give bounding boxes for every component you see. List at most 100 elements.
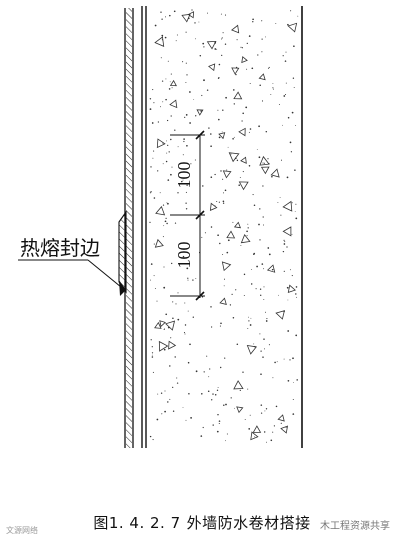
concrete-dot [187, 260, 189, 262]
concrete-dot [152, 89, 154, 91]
concrete-dot [175, 303, 177, 305]
concrete-dot [184, 333, 186, 335]
concrete-dot [151, 352, 154, 354]
concrete-dot [199, 54, 202, 57]
concrete-dot [221, 54, 223, 57]
concrete-dot [265, 311, 266, 313]
concrete-dot [203, 371, 205, 373]
concrete-dot [218, 63, 221, 66]
concrete-dot [175, 40, 177, 42]
concrete-dot [190, 163, 192, 165]
concrete-dot [153, 150, 155, 152]
watermark-left: 文源网络 [6, 526, 38, 535]
concrete-dot [210, 145, 212, 148]
concrete-dot [259, 288, 262, 290]
concrete-dot [189, 122, 191, 124]
concrete-dot [284, 241, 286, 243]
concrete-dot [177, 146, 179, 148]
aggregate-mark [233, 380, 244, 390]
concrete-dot [149, 435, 152, 438]
concrete-dot [184, 324, 187, 326]
concrete-dot [206, 355, 208, 357]
concrete-dot [242, 171, 244, 173]
concrete-dot [232, 138, 234, 140]
concrete-dot [270, 439, 273, 442]
concrete-dot [254, 436, 255, 438]
concrete-dot [260, 373, 262, 375]
concrete-dot [192, 316, 194, 318]
concrete-dot [264, 348, 265, 350]
aggregate-mark [219, 297, 227, 305]
concrete-dot [162, 101, 164, 103]
concrete-dot [256, 149, 258, 150]
aggregate-mark [275, 310, 285, 320]
concrete-dot [201, 393, 203, 395]
concrete-dot [209, 368, 211, 370]
concrete-dot [151, 122, 154, 124]
aggregate-mark [169, 99, 178, 109]
concrete-dot [163, 266, 165, 268]
aggregate-mark [236, 406, 244, 414]
concrete-dot [214, 393, 217, 396]
concrete-dot [248, 131, 250, 133]
concrete-dot [267, 68, 269, 69]
concrete-dot [293, 382, 294, 383]
concrete-dot [240, 46, 242, 48]
concrete-dot [218, 77, 220, 79]
concrete-dot [162, 236, 164, 238]
concrete-dot [292, 413, 295, 415]
concrete-dot [242, 112, 244, 115]
concrete-dot [194, 22, 196, 24]
concrete-dot [212, 393, 214, 395]
concrete-dot [233, 103, 235, 105]
concrete-dot [283, 95, 286, 97]
concrete-dot [226, 169, 228, 171]
concrete-dot [259, 239, 261, 241]
concrete-dot [174, 356, 176, 358]
concrete-dot [222, 254, 224, 255]
concrete-dot [168, 151, 170, 153]
concrete-dot [218, 420, 221, 422]
concrete-dot [168, 88, 171, 90]
concrete-dot [151, 346, 153, 348]
concrete-dot [177, 192, 179, 194]
concrete-dot [151, 354, 153, 356]
concrete-dot [244, 419, 246, 420]
concrete-dot [177, 292, 179, 294]
concrete-dot [290, 151, 293, 153]
aggregate-mark [221, 261, 232, 272]
concrete-dot [248, 316, 249, 318]
concrete-dot [202, 426, 204, 429]
concrete-dot [185, 419, 187, 421]
concrete-dot [181, 180, 183, 183]
concrete-dot [285, 427, 287, 428]
concrete-dot [218, 136, 221, 139]
concrete-dot [188, 392, 190, 395]
concrete-dot [166, 119, 169, 122]
concrete-dot [176, 382, 179, 384]
concrete-dot [166, 152, 168, 154]
concrete-dot [165, 78, 167, 80]
concrete-dot [233, 136, 235, 138]
aggregate-mark [156, 138, 166, 149]
concrete-dot [227, 239, 230, 242]
concrete-dot [235, 289, 237, 291]
concrete-stipple [149, 9, 299, 443]
concrete-dot [169, 14, 171, 17]
concrete-dot [272, 431, 274, 433]
concrete-dot [250, 283, 253, 285]
concrete-dot [242, 371, 244, 373]
concrete-dot [280, 422, 282, 424]
concrete-dot [258, 125, 260, 128]
concrete-dot [218, 422, 220, 425]
concrete-dot [149, 108, 152, 110]
concrete-dot [270, 94, 272, 96]
concrete-dot [154, 24, 157, 27]
concrete-dot [162, 163, 164, 165]
aggregate-mark [154, 238, 164, 248]
aggregate-mark [168, 340, 177, 350]
concrete-dot [216, 430, 219, 433]
concrete-dot [273, 425, 275, 427]
concrete-dot [239, 389, 241, 392]
concrete-dot [231, 293, 233, 295]
